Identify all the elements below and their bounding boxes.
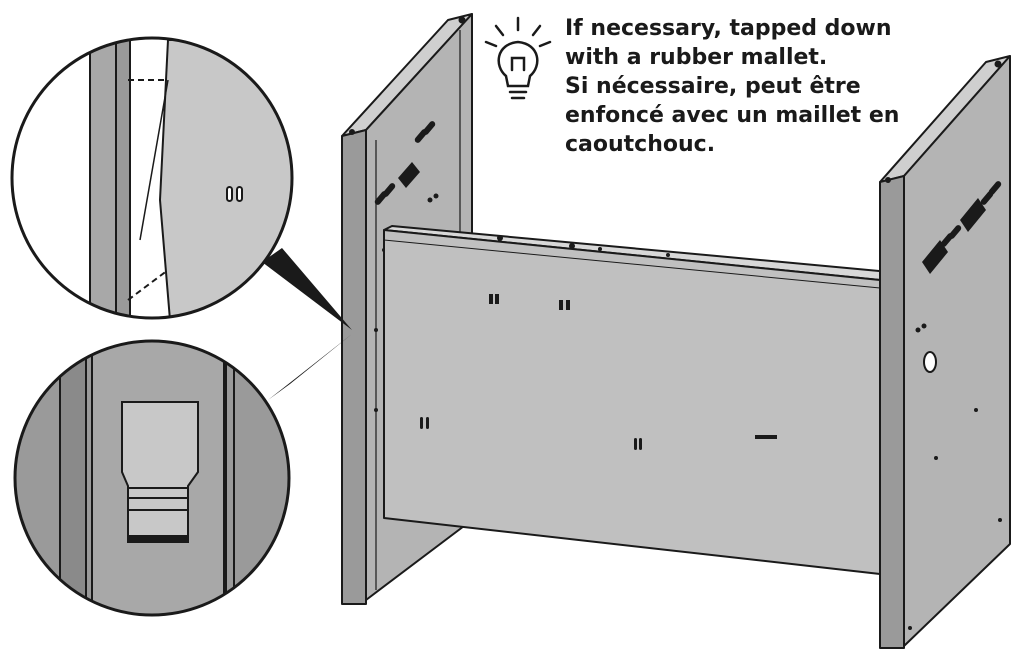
- tip-english-line-2: with a rubber mallet.: [565, 45, 828, 70]
- tip-french-line-3: caoutchouc.: [565, 132, 716, 157]
- callout-pointer-bottom: [268, 334, 352, 400]
- callout-pointer-top: [262, 248, 352, 330]
- tip-french-line-2: enfoncé avec un maillet en: [565, 103, 900, 128]
- right-panel-hole: [923, 351, 937, 373]
- tip-text: If necessary, tapped down with a rubber …: [565, 14, 1005, 159]
- detail-circle-bottom: [13, 339, 291, 617]
- tip-english-line-1: If necessary, tapped down: [565, 16, 892, 41]
- detail-circle-top: [10, 36, 294, 320]
- lightbulb-icon: [484, 16, 552, 100]
- tip-french-line-1: Si nécessaire, peut être: [565, 74, 861, 99]
- right-panel-vents: [908, 181, 1002, 630]
- back-panel-slots: [420, 235, 777, 450]
- back-panel: [383, 225, 891, 575]
